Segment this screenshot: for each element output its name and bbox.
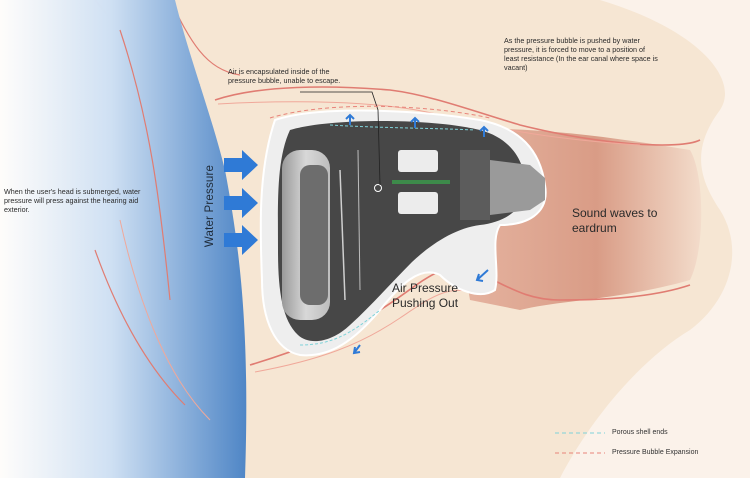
air-pressure-label: Air Pressure Pushing Out — [392, 281, 459, 310]
sound-outlet — [490, 160, 545, 215]
outer-tissue — [560, 0, 750, 478]
water-pressure-arrows — [224, 150, 258, 255]
water-arrow-2 — [224, 188, 258, 218]
water-arrow-3 — [224, 225, 258, 255]
legend-porous-label: Porous shell ends — [612, 429, 668, 436]
legend-bubble-label: Pressure Bubble Expansion — [612, 449, 699, 456]
battery-inner — [300, 165, 328, 305]
up-arrow-2 — [410, 116, 420, 128]
air-bubble-marker — [374, 184, 382, 192]
water-fold-line-1 — [119, 29, 171, 301]
encapsulated-callout-line — [300, 91, 381, 186]
bubble-pushed-note: As the pressure bubble is pushed by wate… — [504, 36, 658, 72]
water-fold-line-2 — [94, 249, 186, 406]
up-arrow-3 — [479, 125, 489, 137]
encapsulated-note: Air is encapsulated inside of the pressu… — [228, 67, 341, 85]
bubble-expansion-top — [269, 105, 491, 119]
down-arrow-2 — [352, 344, 361, 355]
lower-canal-inner-line — [254, 289, 481, 373]
speaker-housing — [460, 150, 490, 220]
internal-rod-2 — [357, 149, 361, 291]
down-arrow-1 — [475, 269, 489, 282]
circuit-board — [392, 180, 450, 184]
internal-rod — [339, 169, 346, 301]
receiver-component-bottom — [398, 192, 438, 214]
upper-canal-outline — [214, 86, 701, 146]
porous-shell-top — [329, 124, 476, 131]
receiver-component-top — [398, 150, 438, 172]
water-pressure-label: Water Pressure — [204, 164, 216, 248]
sound-waves-label: Sound waves to eardrum — [572, 206, 658, 235]
up-arrow-1 — [345, 113, 355, 125]
porous-shell-bottom — [299, 309, 381, 346]
submerged-note: When the user's head is submerged, water… — [4, 187, 141, 214]
water-arrow-1 — [224, 150, 258, 180]
water-fold-line-3 — [119, 219, 211, 421]
water-region — [0, 0, 247, 478]
